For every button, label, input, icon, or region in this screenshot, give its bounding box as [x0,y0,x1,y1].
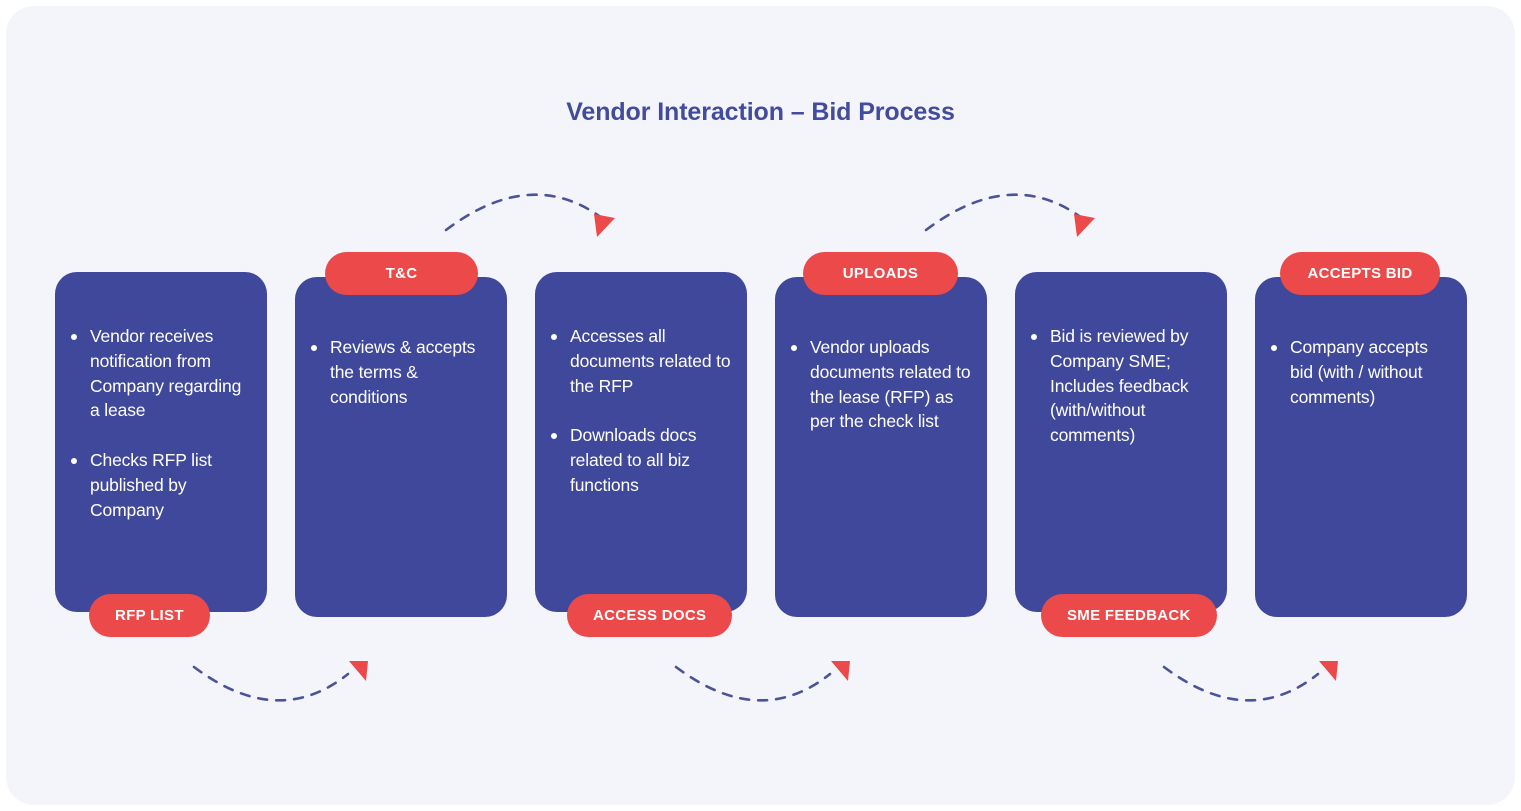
arrow-step3-to-step4-line [924,193,1084,232]
step-pill-sme-feedback[interactable]: SME FEEDBACK [1041,594,1217,637]
step-card-5-bullets: Bid is reviewed by Company SME; Includes… [1031,324,1211,448]
list-item: Accesses all documents related to the RF… [551,324,731,398]
arrow-step6-to-end-head [1319,661,1338,681]
step-card-2-bullets: Reviews & accepts the terms & conditions [311,335,491,409]
list-item: Bid is reviewed by Company SME; Includes… [1031,324,1211,448]
arrow-step3-to-step4-head [1074,214,1095,237]
list-item: Downloads docs related to all biz functi… [551,423,731,497]
arrow-step2-to-step3-head [349,661,368,681]
diagram-canvas: Vendor Interaction – Bid Process Vendor … [6,6,1515,805]
arrow-step1-to-step2-head [594,214,615,237]
list-item: Vendor uploads documents related to the … [791,335,971,434]
step-card-6-bullets: Company accepts bid (with / without comm… [1271,335,1451,409]
arrow-step2-to-step3-line [192,665,350,702]
step-pill-rfp-list[interactable]: RFP LIST [89,594,210,637]
arrow-step6-to-end-line [1162,665,1320,702]
step-pill-accepts-bid[interactable]: ACCEPTS BID [1280,252,1440,295]
step-pill-uploads[interactable]: UPLOADS [803,252,958,295]
step-card-5[interactable]: Bid is reviewed by Company SME; Includes… [1015,272,1227,612]
step-card-3[interactable]: Accesses all documents related to the RF… [535,272,747,612]
step-card-4-bullets: Vendor uploads documents related to the … [791,335,971,434]
arrow-step1-to-step2-line [444,193,604,232]
arrow-step4-to-step5-line [674,665,832,702]
list-item: Vendor receives notification from Compan… [71,324,251,423]
step-card-1[interactable]: Vendor receives notification from Compan… [55,272,267,612]
list-item: Checks RFP list published by Company [71,448,251,522]
page-title: Vendor Interaction – Bid Process [566,98,955,126]
step-card-6[interactable]: Company accepts bid (with / without comm… [1255,277,1467,617]
step-card-4[interactable]: Vendor uploads documents related to the … [775,277,987,617]
step-card-2[interactable]: Reviews & accepts the terms & conditions [295,277,507,617]
step-pill-access-docs[interactable]: ACCESS DOCS [567,594,733,637]
step-card-1-bullets: Vendor receives notification from Compan… [71,324,251,523]
arrow-step4-to-step5-head [831,661,850,681]
list-item: Company accepts bid (with / without comm… [1271,335,1451,409]
step-card-3-bullets: Accesses all documents related to the RF… [551,324,731,498]
step-pill-tc[interactable]: T&C [325,252,478,295]
list-item: Reviews & accepts the terms & conditions [311,335,491,409]
